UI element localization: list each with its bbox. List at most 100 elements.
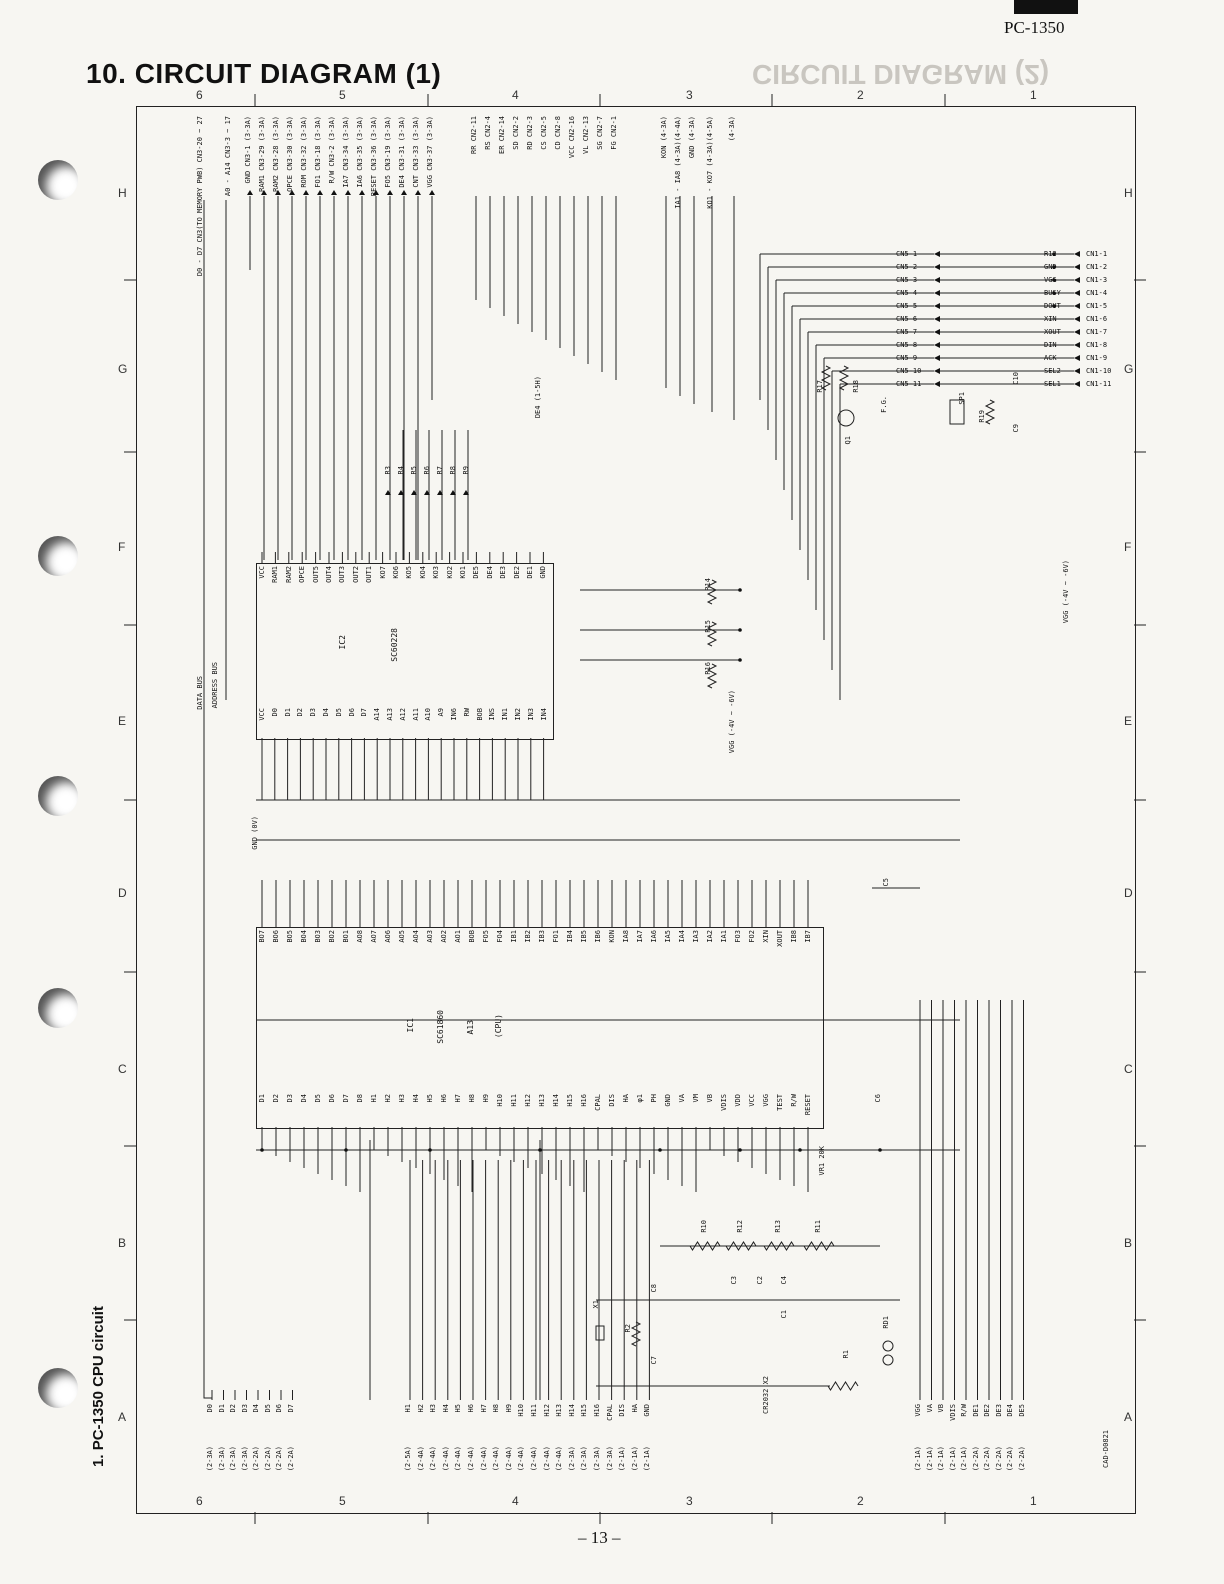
bottom-ref: (2-5A) xyxy=(404,1446,412,1472)
resistor-label: R3 xyxy=(384,466,392,475)
cn1-signal: R12 xyxy=(1044,250,1057,258)
page-title: 10. CIRCUIT DIAGRAM (1) xyxy=(86,58,442,89)
bottom-ref: (2-4A) xyxy=(517,1446,526,1472)
zone-col-bottom: 5 xyxy=(339,1494,346,1508)
ic1-pin: IB7 xyxy=(804,930,812,943)
connector-label: IA1 - IA8 (4-3A)(4-4A) xyxy=(674,116,682,209)
r19-label: R19 xyxy=(978,410,986,423)
bottom-right-label: R/W xyxy=(960,1404,968,1417)
ic2-pin: IN1 xyxy=(501,708,510,721)
resistor-symbol xyxy=(706,621,718,647)
c3-label: C3 xyxy=(730,1276,738,1285)
ic2-pin: A11 xyxy=(411,708,420,721)
bottom-ref: (2-2A) xyxy=(1017,1446,1026,1472)
ic1-pin: BO6 xyxy=(272,930,280,943)
zone-col-bottom: 1 xyxy=(1030,1494,1037,1508)
resistor-label: R6 xyxy=(423,466,431,475)
c9-label: C9 xyxy=(1012,424,1020,433)
bottom-h-label: H15 xyxy=(580,1404,589,1417)
connector-arrow xyxy=(424,490,430,495)
legend-vgg: VGG (-4V ~ -6V) xyxy=(1062,560,1070,624)
connector-arrow xyxy=(934,329,940,335)
ic2-pin: KO7 xyxy=(378,566,387,579)
bottom-h-label: H6 xyxy=(467,1404,475,1413)
ic1-pin: CPAL xyxy=(594,1094,602,1111)
bottom-h-label: H10 xyxy=(517,1404,526,1417)
connector-arrow xyxy=(934,251,940,257)
ic2-pin: OUT1 xyxy=(365,566,374,583)
connector-arrow xyxy=(1074,342,1080,348)
connector-arrow xyxy=(373,190,379,195)
ic1-pin: FO3 xyxy=(734,930,742,943)
ic2-pin: IN4 xyxy=(539,708,548,721)
zone-col-top: 3 xyxy=(686,88,693,102)
ic2-pin: IN2 xyxy=(514,708,522,721)
ic1-part: SC61860 xyxy=(436,1010,445,1044)
x1-label: X1 xyxy=(592,1300,600,1309)
connector-arrow xyxy=(1074,277,1080,283)
bottom-ref: (2-4A) xyxy=(479,1446,488,1472)
ic1-pin: H9 xyxy=(482,1094,490,1103)
bottom-h-label: H4 xyxy=(441,1404,450,1413)
zone-row-left: C xyxy=(118,1062,127,1076)
connector-label: A0 - A14 CN3-3 ~ 17 xyxy=(224,116,232,197)
bottom-ref: (2-1A) xyxy=(643,1446,652,1472)
ic1-pin: H13 xyxy=(538,1094,546,1107)
ic1-pin: FO4 xyxy=(496,930,504,943)
connector-label: DE4 CN3-31 (3-3A) xyxy=(398,116,406,188)
bottom-h-label: H2 xyxy=(416,1404,425,1413)
battery-label: CR2032 X2 xyxy=(762,1376,770,1414)
connector-arrow xyxy=(934,303,940,309)
bottom-ref: (2-4A) xyxy=(504,1446,513,1472)
bottom-data-label: D1 xyxy=(217,1404,226,1413)
bottom-h-label: CPAL xyxy=(605,1404,614,1421)
ic1-pin: D1 xyxy=(258,1094,266,1103)
junction-dot xyxy=(1052,278,1056,282)
zone-row-left: A xyxy=(118,1410,127,1424)
ic1-pin: IA3 xyxy=(692,930,700,943)
q1-label: Q1 xyxy=(844,436,852,445)
ic2-pin: RW xyxy=(462,708,471,717)
connector-label: VGG CN3-37 (3-3A) xyxy=(426,116,434,188)
binder-hole xyxy=(38,1368,78,1408)
connector-label: D0 - D7 CN3(TO MEMORY PWB) CN3-20 ~ 27 xyxy=(196,116,204,277)
bottom-right-label: VDIS xyxy=(948,1404,957,1421)
ic2-pin: OUT4 xyxy=(325,566,333,583)
vr1-label: VR1 20K xyxy=(818,1146,826,1176)
bottom-h-label: GND xyxy=(643,1404,652,1417)
bottom-ref: (2-2A) xyxy=(1006,1446,1014,1472)
bottom-h-label: H7 xyxy=(479,1404,488,1413)
ic1-pin: BO4 xyxy=(300,930,308,943)
ic2-pin: A12 xyxy=(398,708,407,721)
ic1-pin: BO1 xyxy=(342,930,350,943)
connector-arrow xyxy=(437,490,443,495)
cn1-pin: CN1-9 xyxy=(1086,354,1108,362)
ic2-body xyxy=(256,563,554,740)
header-bar xyxy=(1014,0,1078,14)
ic1-pin: VA xyxy=(678,1094,686,1103)
ic2-pin: KO1 xyxy=(459,566,467,579)
bottom-ref: (2-1A) xyxy=(948,1446,957,1472)
c1-label: C1 xyxy=(780,1310,788,1319)
ic1-pin: H8 xyxy=(468,1094,476,1103)
junction-dot xyxy=(428,1148,432,1152)
connector-label: VL CN2-13 xyxy=(582,116,590,154)
connector-arrow xyxy=(401,190,407,195)
bottom-ref: (2-4A) xyxy=(530,1446,538,1472)
ic2-pin: IN6 xyxy=(450,708,458,721)
cn1-pin: CN1-1 xyxy=(1086,250,1108,258)
ic1-pin: VM xyxy=(692,1094,700,1103)
ic1-pin: AO7 xyxy=(370,930,378,943)
ic2-pin: A9 xyxy=(437,708,446,717)
junction-dot xyxy=(878,1148,882,1152)
ic1-pin: IB5 xyxy=(580,930,588,943)
ic2-pin: IN3 xyxy=(526,708,535,721)
ic2-pin: GND xyxy=(539,566,548,579)
ic2-pin: BOB xyxy=(475,708,484,721)
cn1-signal: BUSY xyxy=(1044,289,1061,297)
r11-label: R11 xyxy=(814,1220,822,1233)
junction-dot xyxy=(658,1148,662,1152)
bottom-data-label: D4 xyxy=(252,1404,260,1413)
led-rd1 xyxy=(882,1340,894,1352)
ic1-pin: D6 xyxy=(328,1094,336,1103)
